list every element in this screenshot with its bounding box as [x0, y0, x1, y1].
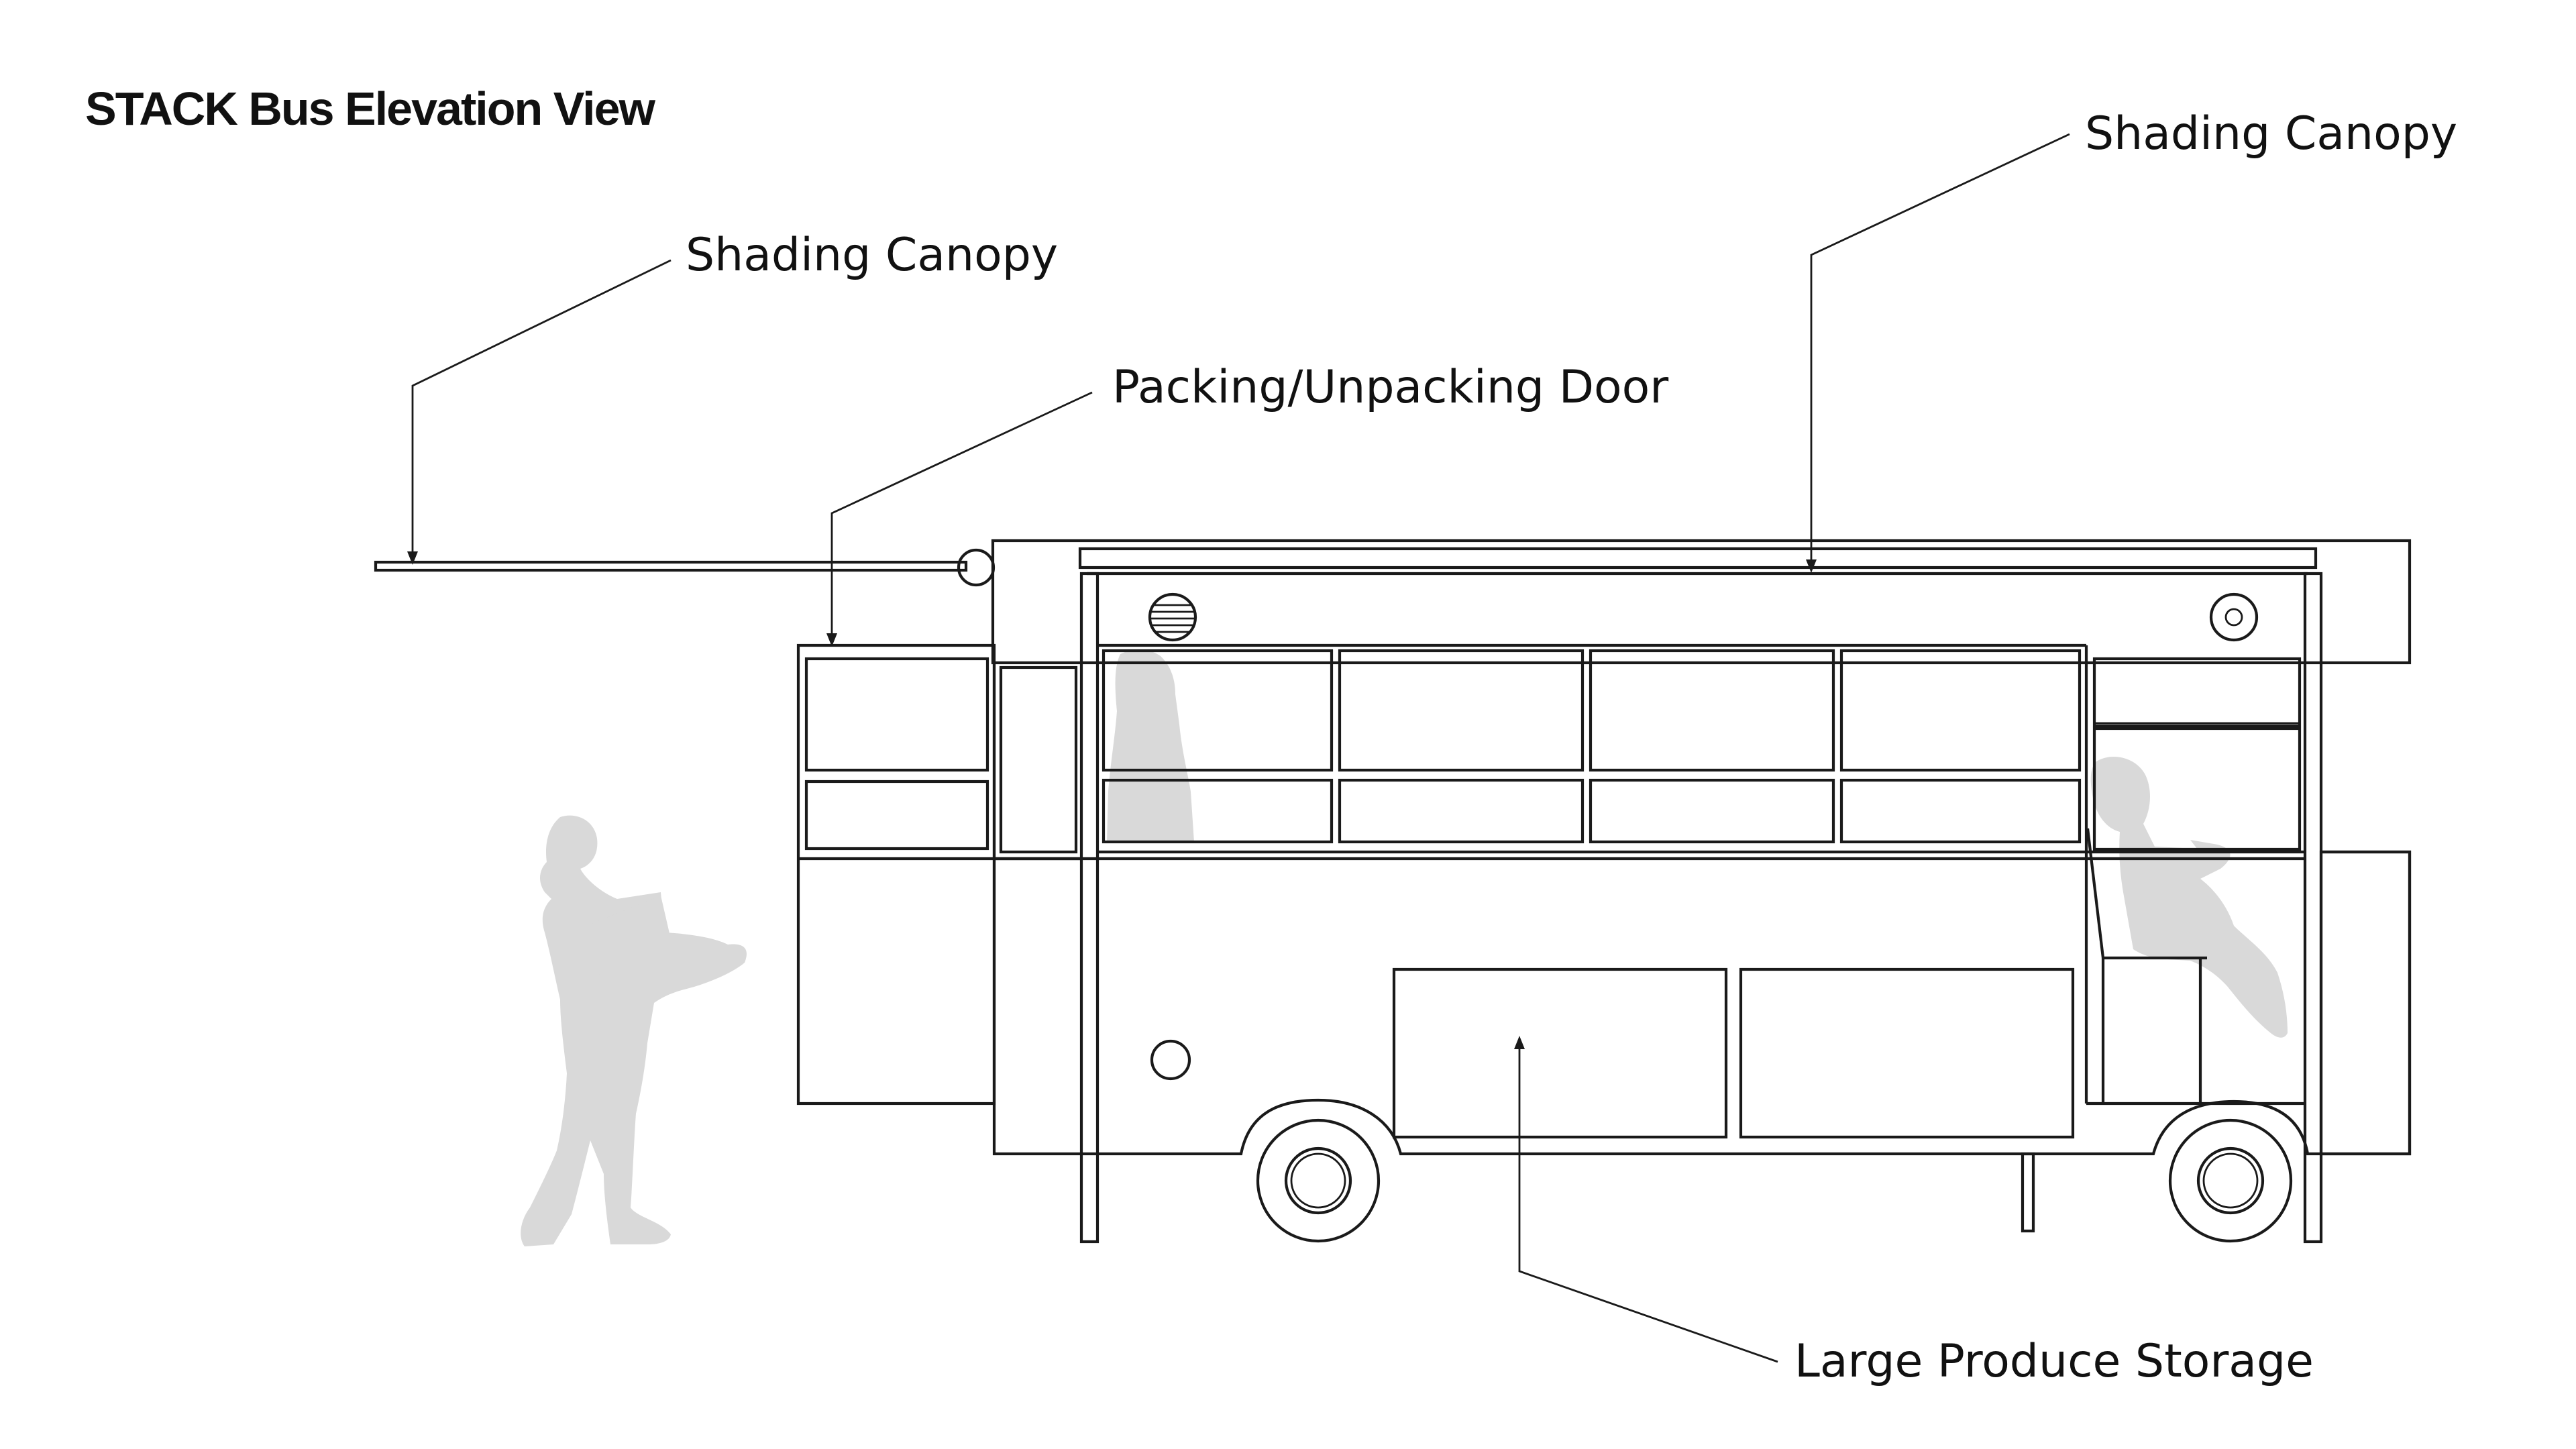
- seat-frame: [2086, 828, 2305, 1106]
- diagram-title: STACK Bus Elevation View: [85, 83, 656, 135]
- front-wheel: [1256, 1118, 1381, 1243]
- upper-windows: [1097, 649, 2305, 854]
- produce-storage-doors: [1392, 967, 2075, 1139]
- callout-produce-storage: Large Produce Storage: [1794, 1335, 2314, 1388]
- round-vent-icon: [2209, 592, 2259, 642]
- callout-shading-canopy-right: Shading Canopy: [2085, 107, 2457, 160]
- vent-grille-icon: [1148, 592, 1197, 642]
- person-seated-silhouette: [2090, 756, 2288, 1038]
- door-module-windows: [804, 657, 1078, 854]
- callout-packing-door: Packing/Unpacking Door: [1112, 361, 1668, 414]
- rear-windows: [2092, 657, 2302, 851]
- person-carrying-crate-silhouette: [521, 815, 747, 1246]
- rear-wheel: [2168, 1118, 2293, 1243]
- fuel-cap-circle: [1150, 1039, 1191, 1081]
- canopy-hinge-circle: [957, 548, 996, 587]
- leader-canopy-left: [407, 259, 672, 565]
- leader-storage: [1514, 1036, 1778, 1363]
- bus-body: [796, 539, 2412, 1244]
- left-canopy-arm: [374, 548, 996, 587]
- leader-door: [826, 391, 1093, 647]
- callout-shading-canopy-left: Shading Canopy: [686, 229, 1058, 282]
- person-inside-silhouette: [1107, 649, 1194, 842]
- leader-canopy-right: [1806, 133, 2070, 573]
- stabilizer-leg: [2021, 1152, 2035, 1233]
